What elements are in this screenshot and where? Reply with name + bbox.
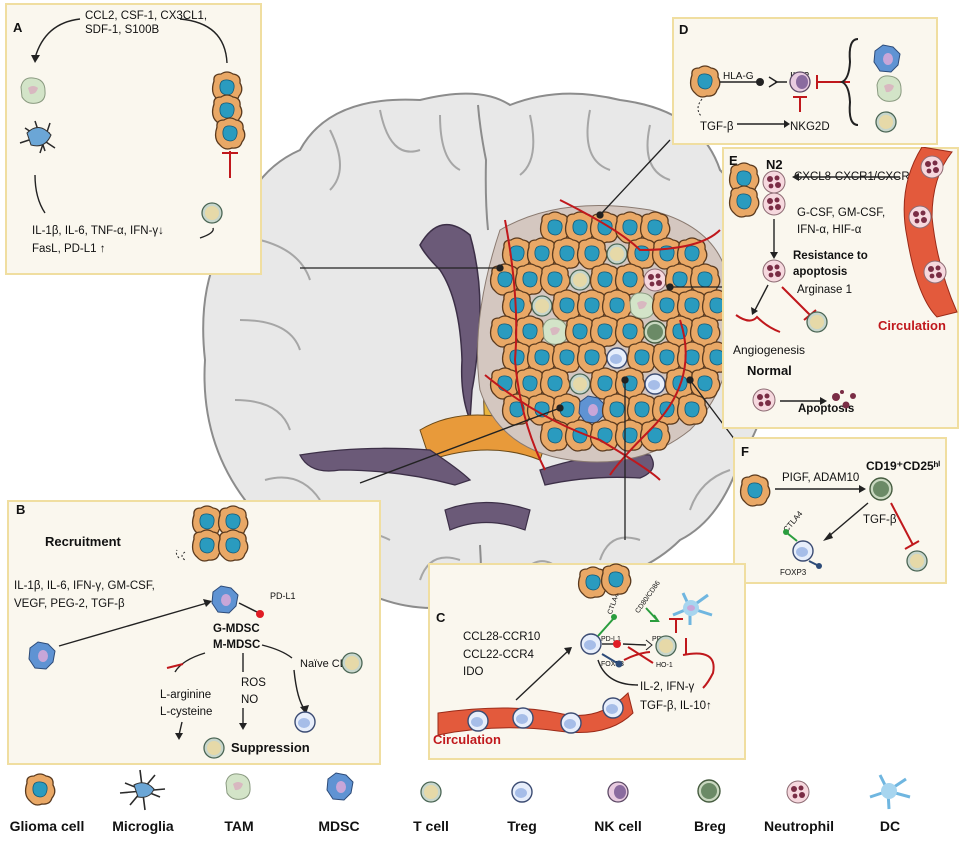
panel-b-pdl1: PD-L1 [270, 591, 296, 601]
panel-e-gcsf-2: IFN-α, HIF-α [797, 224, 862, 236]
panel-b-letter: B [16, 502, 26, 517]
legend-dc: DC [879, 818, 901, 834]
tam-legend-icon [225, 773, 251, 800]
panel-e-resistance-1: Resistance to [793, 250, 868, 262]
panel-b-factors-2: VEGF, PEG-2, TGF-β [14, 598, 125, 610]
panel-d-nkg2d: NKG2D [790, 121, 830, 133]
panel-f-tgfb: TGF-β [863, 514, 897, 526]
tcell-cell [569, 269, 591, 291]
panel-c-il2: IL-2, IFN-γ [640, 681, 695, 693]
panel-c-ido: IDO [463, 666, 484, 678]
panel-b-recruitment: Recruitment [45, 534, 121, 549]
panel-e-arginase: Arginase 1 [797, 284, 852, 296]
panel-f-foxp3: FOXP3 [780, 568, 807, 577]
panel-b-arginine: L-arginine [160, 689, 212, 701]
panel-b-ros: ROS [241, 677, 266, 689]
panel-b-no: NO [241, 694, 259, 706]
panel-b-mmdsc: M-MDSC [213, 639, 261, 651]
panel-f-letter: F [741, 444, 749, 459]
mdsc-legend-icon [326, 772, 354, 801]
panel-e-apoptosis: Apoptosis [798, 403, 855, 415]
legend-neutrophil: Neutrophil [764, 818, 834, 834]
breg-legend-icon [697, 779, 721, 803]
panel-d-hlag: HLA-G [723, 71, 754, 82]
panel-a-chemokines-2: SDF-1, S100B [85, 24, 160, 36]
neutrophil-legend-icon [786, 780, 810, 804]
panel-f-pigf: PIGF, ADAM10 [782, 472, 860, 484]
panel-e-letter: E [729, 153, 738, 168]
nk-legend-icon [607, 781, 629, 803]
legend-treg: Treg [507, 818, 537, 834]
treg-cell [606, 347, 628, 369]
panel-a-diagram [19, 18, 246, 239]
panel-e-normal: Normal [747, 363, 792, 378]
panel-c-pdl1: PD-L1 [601, 636, 621, 643]
panel-e-gcsf-1: G-CSF, GM-CSF, [797, 207, 886, 219]
glioma-cell [676, 393, 708, 426]
panel-c-letter: C [436, 610, 446, 625]
legend-mdsc: MDSC [318, 818, 360, 834]
panel-c-ccl28: CCL28-CCR10 [463, 631, 541, 643]
panel-e-circulation: Circulation [878, 318, 946, 333]
treg-legend-icon [511, 781, 533, 803]
tam-cell [542, 318, 568, 345]
panel-f [733, 437, 947, 584]
panel-d-diagram [689, 38, 902, 133]
panel-c-tgfb: TGF-β, IL-10↑ [640, 700, 712, 712]
panel-b-cysteine: L-cysteine [160, 706, 213, 718]
panel-b-factors-1: IL-1β, IL-6, IFN-γ, GM-CSF, [14, 580, 155, 592]
neut-cell [643, 268, 667, 292]
glioma-legend-icon [24, 773, 56, 806]
panel-a-chemokines-1: CCL2, CSF-1, CX3CL1, [85, 10, 208, 22]
legend-tam: TAM [224, 818, 254, 834]
panel-f-diagram [739, 474, 928, 572]
tcell-cell [531, 295, 553, 317]
panel-e-n2: N2 [766, 157, 783, 172]
panel-c-foxp3: FOXP3 [601, 661, 624, 668]
legend-glioma: Glioma cell [9, 818, 85, 834]
legend-nk: NK cell [594, 818, 642, 834]
panel-c-ccl22: CCL22-CCR4 [463, 649, 534, 661]
panel-c-ho1: HO-1 [656, 662, 673, 669]
tam-cell [629, 292, 655, 319]
legend-tcell: T cell [413, 818, 449, 834]
panel-d-letter: D [679, 22, 689, 37]
panel-d-tgfb: TGF-β [700, 121, 734, 133]
tcell-cell [569, 373, 591, 395]
tcell-cell [606, 243, 628, 265]
panel-b-suppression: Suppression [231, 740, 310, 755]
panel-b-diagram [28, 505, 363, 759]
legend-microglia: Microglia [112, 818, 174, 834]
dc-icon [672, 592, 713, 625]
panel-c-diagram [437, 563, 715, 736]
tcell-legend-icon [420, 781, 442, 803]
legend-icons [24, 769, 911, 811]
panel-f-cd19: CD19⁺CD25ʰⁱ [866, 459, 941, 473]
treg-cell [644, 373, 666, 395]
panel-e-angiogenesis: Angiogenesis [733, 343, 806, 357]
dc-legend-icon [869, 774, 911, 810]
breg-cell [643, 320, 667, 344]
legend-breg: Breg [694, 818, 726, 834]
panel-a-cytokines-2: FasL, PD-L1 ↑ [32, 243, 106, 255]
panel-a-letter: A [13, 20, 23, 35]
panel-e-resistance-2: apoptosis [793, 266, 848, 278]
panel-c-circulation: Circulation [433, 732, 501, 747]
panel-e-diagram [728, 147, 958, 412]
panel-a-cytokines-1: IL-1β, IL-6, TNF-α, IFN-γ↓ [32, 225, 164, 237]
panel-b-gmdsc: G-MDSC [213, 623, 260, 635]
